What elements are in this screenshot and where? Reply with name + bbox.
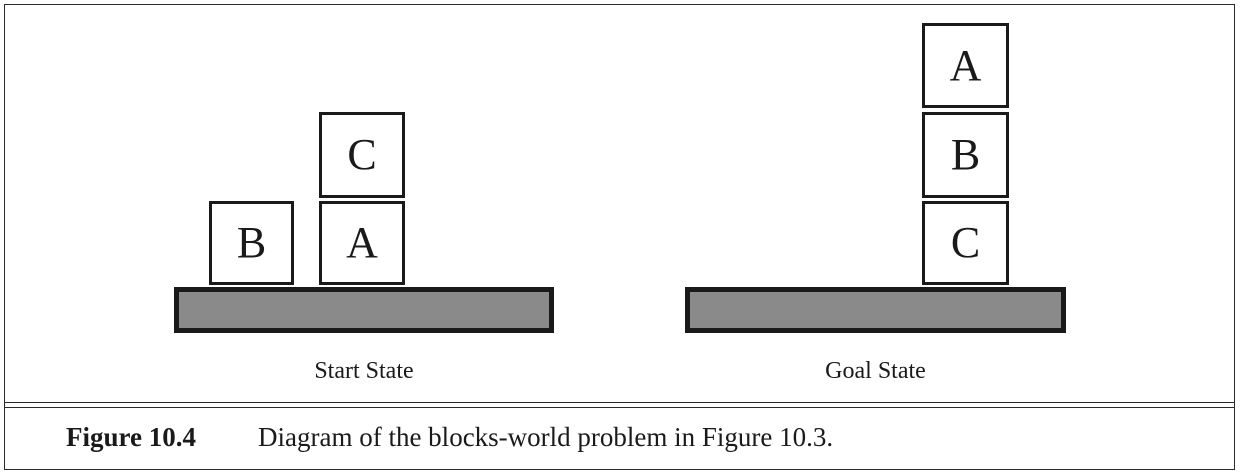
- block-label: C: [347, 130, 377, 179]
- goal-state-label: Goal State: [825, 358, 926, 384]
- goal-block-a: A: [922, 23, 1009, 108]
- block-label: A: [346, 218, 378, 267]
- figure-number: Figure 10.4: [66, 422, 196, 452]
- start-table: [174, 287, 554, 333]
- goal-table: [685, 287, 1066, 333]
- block-label: B: [950, 130, 981, 179]
- goal-block-c: C: [922, 201, 1009, 285]
- caption-divider-bottom: [4, 407, 1235, 408]
- start-block-b: B: [209, 201, 294, 285]
- block-label: B: [236, 218, 267, 267]
- figure-caption: Diagram of the blocks-world problem in F…: [258, 422, 834, 452]
- block-label: A: [949, 40, 982, 90]
- caption-divider-top: [4, 402, 1235, 403]
- figure-frame: [4, 4, 1235, 470]
- start-block-c: C: [319, 112, 405, 198]
- block-label: C: [950, 218, 981, 267]
- start-state-label: Start State: [314, 358, 414, 384]
- start-block-a: A: [319, 201, 405, 285]
- goal-block-b: B: [922, 112, 1009, 198]
